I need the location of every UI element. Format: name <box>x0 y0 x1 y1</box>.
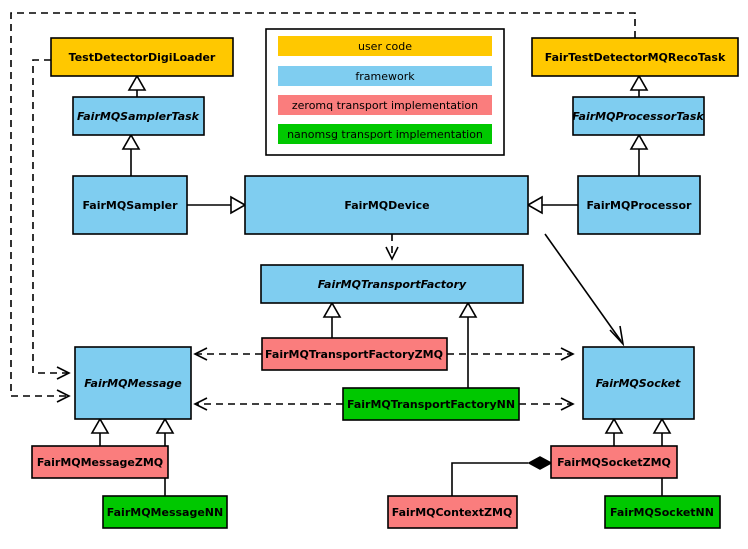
class-label: FairMQSocketZMQ <box>557 456 671 469</box>
class-node-fairmqsocket[interactable]: FairMQSocket <box>582 346 695 420</box>
class-box[interactable] <box>260 264 524 304</box>
edge-samplertask-digiloader <box>127 74 147 97</box>
class-node-fairtestdetectormqrecotask[interactable]: FairTestDetectorMQRecoTask <box>531 37 739 77</box>
legend-item-user-code: user code <box>278 36 492 56</box>
legend-swatch-nanomsg <box>278 124 492 144</box>
node-layer: TestDetectorDigiLoader FairMQSamplerTask… <box>31 37 739 529</box>
legend-label-zeromq: zeromq transport implementation <box>292 99 478 112</box>
legend-label-user-code: user code <box>358 40 412 53</box>
class-box[interactable] <box>74 346 192 420</box>
class-label: FairMQTransportFactoryZMQ <box>265 348 443 361</box>
class-node-fairmqprocessor[interactable]: FairMQProcessor <box>577 175 701 235</box>
class-box[interactable] <box>550 445 678 479</box>
legend-panel: user code framework zeromq transport imp… <box>265 28 505 156</box>
class-label: FairMQTransportFactoryNN <box>347 398 515 411</box>
class-label: FairTestDetectorMQRecoTask <box>545 51 726 64</box>
class-node-fairmqsocketnn[interactable]: FairMQSocketNN <box>604 495 721 529</box>
class-node-fairmqsocketzmq[interactable]: FairMQSocketZMQ <box>550 445 678 479</box>
edge-sampler-samplertask <box>121 133 141 176</box>
class-box[interactable] <box>102 495 228 529</box>
class-node-fairmqmessagezmq[interactable]: FairMQMessageZMQ <box>31 445 169 479</box>
class-box[interactable] <box>261 337 448 371</box>
class-box[interactable] <box>572 96 705 136</box>
class-label: FairMQMessage <box>84 377 182 390</box>
class-label: FairMQDevice <box>344 199 429 212</box>
class-node-testdetectordigiloader[interactable]: TestDetectorDigiLoader <box>50 37 234 77</box>
class-box[interactable] <box>531 37 739 77</box>
edge-tfnn-message <box>193 397 343 411</box>
legend-item-nanomsg: nanomsg transport implementation <box>278 124 492 144</box>
class-label: FairMQProcessor <box>587 199 692 212</box>
class-node-fairmqtransportfactory[interactable]: FairMQTransportFactory <box>260 264 524 304</box>
edge-messagezmq-message <box>90 417 110 446</box>
edge-tfnn-socket <box>519 397 575 411</box>
class-label: FairMQSocket <box>596 377 682 390</box>
edge-tfzmq-socket <box>447 347 575 361</box>
class-box[interactable] <box>72 175 188 235</box>
edge-contextzmq-socketzmq <box>451 456 553 496</box>
class-label: FairMQTransportFactory <box>318 278 467 291</box>
class-box[interactable] <box>342 387 520 421</box>
class-label: FairMQSocketNN <box>610 506 714 519</box>
class-node-fairmqtransportfactorynn[interactable]: FairMQTransportFactoryNN <box>342 387 520 421</box>
class-node-fairmqmessagenn[interactable]: FairMQMessageNN <box>102 495 228 529</box>
class-node-fairmqsampler[interactable]: FairMQSampler <box>72 175 188 235</box>
class-node-fairmqcontextzmq[interactable]: FairMQContextZMQ <box>387 495 518 529</box>
class-node-fairmqtransportfactoryzmq[interactable]: FairMQTransportFactoryZMQ <box>261 337 448 371</box>
edge-tfzmq-transportfactory <box>322 301 342 338</box>
class-label: FairMQMessageZMQ <box>37 456 163 469</box>
class-box[interactable] <box>387 495 518 529</box>
edge-processor-processortask <box>629 133 649 176</box>
legend-swatch-zeromq <box>278 95 492 115</box>
class-label: FairMQSamplerTask <box>77 110 200 123</box>
class-box[interactable] <box>604 495 721 529</box>
class-label: TestDetectorDigiLoader <box>69 51 216 64</box>
class-label: FairMQSampler <box>82 199 178 212</box>
class-box[interactable] <box>31 445 169 479</box>
class-node-fairmqdevice[interactable]: FairMQDevice <box>244 175 529 235</box>
class-node-fairmqprocessortask[interactable]: FairMQProcessorTask <box>572 96 705 136</box>
edge-device-socket <box>544 233 625 347</box>
edge-sampler-device <box>187 195 247 215</box>
legend-label-framework: framework <box>355 70 415 83</box>
edge-digiloader-message <box>32 59 71 380</box>
class-node-fairmqsamplertask[interactable]: FairMQSamplerTask <box>72 96 205 136</box>
legend-swatch-user-code <box>278 36 492 56</box>
legend-swatch-framework <box>278 66 492 86</box>
class-node-fairmqmessage[interactable]: FairMQMessage <box>74 346 192 420</box>
class-label: FairMQProcessorTask <box>572 110 704 123</box>
edge-recotask-message <box>10 12 636 403</box>
legend-item-framework: framework <box>278 66 492 86</box>
class-box[interactable] <box>577 175 701 235</box>
class-box[interactable] <box>244 175 529 235</box>
legend-label-nanomsg: nanomsg transport implementation <box>287 128 483 141</box>
edge-layer <box>10 12 672 496</box>
class-label: FairMQContextZMQ <box>392 506 513 519</box>
edge-tfzmq-message <box>193 347 262 361</box>
class-box[interactable] <box>50 37 234 77</box>
edge-processortask-recotask <box>629 74 649 97</box>
edge-socketzmq-socket <box>604 417 624 446</box>
edge-device-transportfactory <box>385 234 399 261</box>
class-label: FairMQMessageNN <box>107 506 223 519</box>
class-box[interactable] <box>72 96 205 136</box>
edge-processor-device <box>526 195 578 215</box>
legend-item-zeromq: zeromq transport implementation <box>278 95 492 115</box>
edge-tfnn-transportfactory <box>458 301 478 388</box>
class-box[interactable] <box>582 346 695 420</box>
